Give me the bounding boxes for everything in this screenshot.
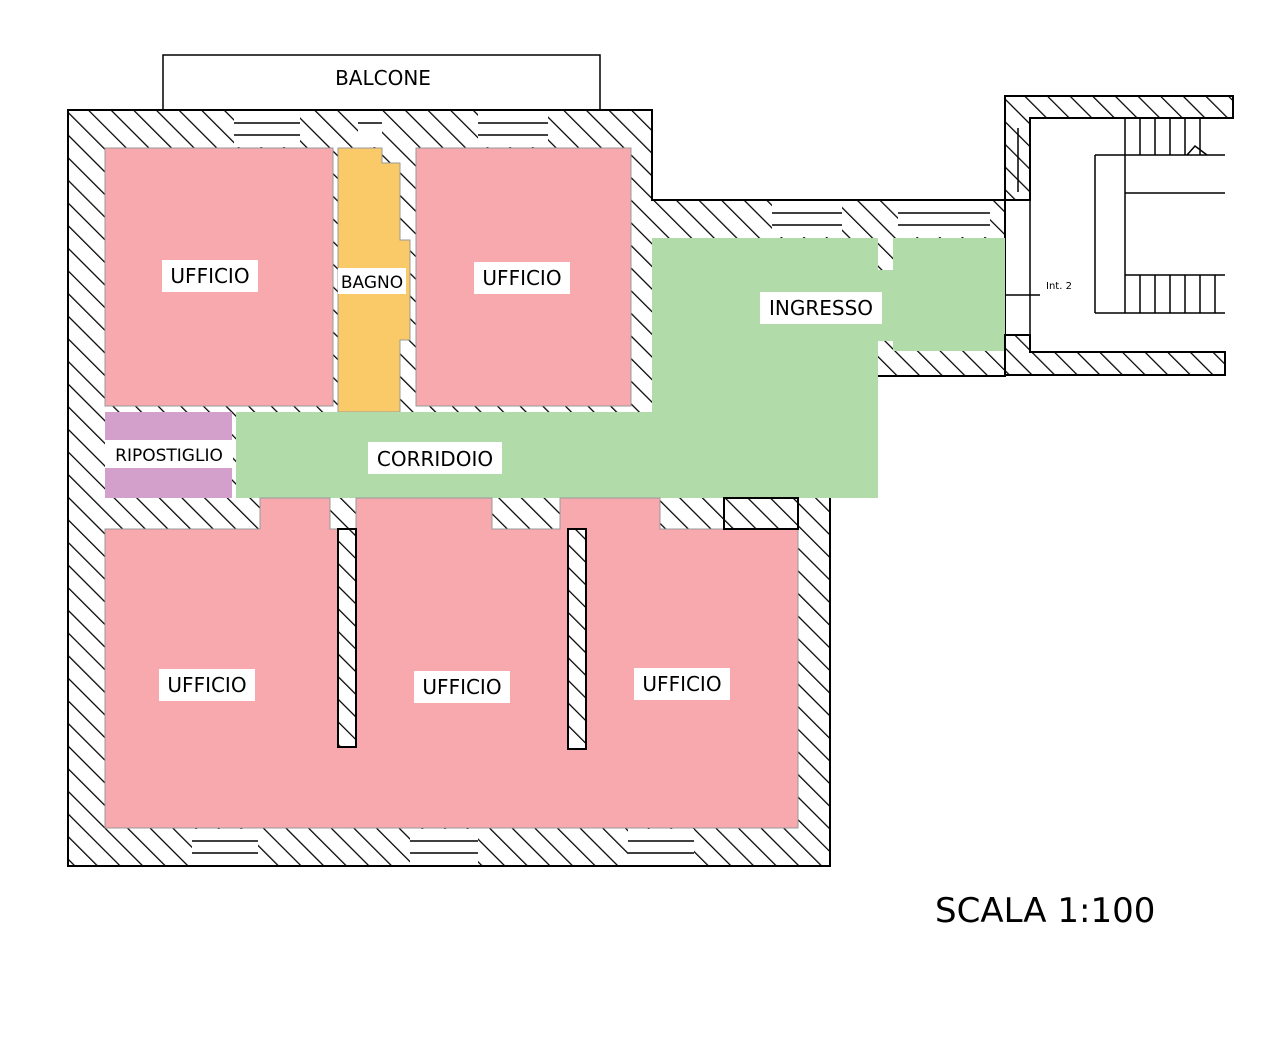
label-entrance: INGRESSO	[769, 296, 873, 320]
room-labels: UFFICIO BAGNO UFFICIO INGRESSO RIPOSTIGL…	[105, 260, 882, 703]
balcony-label: BALCONE	[335, 66, 431, 90]
label-bathroom: BAGNO	[341, 273, 403, 293]
windows	[192, 111, 990, 865]
staircase: Int. 2	[1004, 95, 1234, 376]
stair-label: Int. 2	[1046, 281, 1072, 292]
label-storage: RIPOSTIGLIO	[115, 446, 223, 466]
room-corridor	[236, 412, 878, 498]
room-entrance	[652, 238, 1005, 412]
label-office-top-center: UFFICIO	[482, 266, 561, 290]
label-office-bottom-right: UFFICIO	[642, 672, 721, 696]
label-office-bottom-left: UFFICIO	[167, 673, 246, 697]
scale-label: SCALA 1:100	[935, 891, 1155, 931]
room-offices-bottom	[104, 497, 799, 829]
label-office-top-left: UFFICIO	[170, 264, 249, 288]
partition-bottom-right	[567, 528, 587, 750]
label-office-bottom-center: UFFICIO	[422, 675, 501, 699]
partition-bottom-left	[337, 528, 357, 748]
label-corridor: CORRIDOIO	[377, 447, 493, 471]
